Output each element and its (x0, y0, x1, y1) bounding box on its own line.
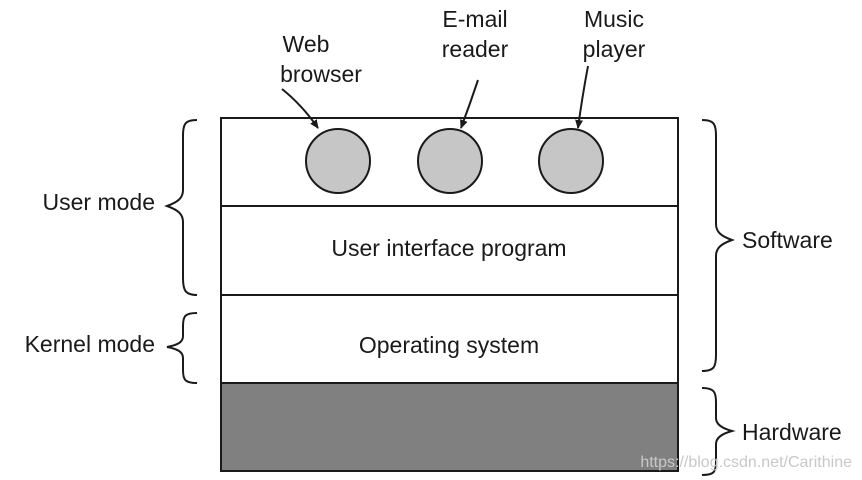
user-mode-brace (164, 119, 198, 296)
user-interface-program-label: User interface program (331, 235, 566, 261)
user-mode-label: User mode (43, 189, 155, 215)
web-browser-circle (305, 128, 371, 194)
email-reader-circle (417, 128, 483, 194)
music-player-label-line1: Music (584, 6, 644, 32)
web-browser-label-line1: Web (283, 31, 330, 57)
music-player-label-line2: player (583, 36, 646, 62)
operating-system-layer (220, 294, 679, 384)
web-browser-label-line2: browser (280, 61, 362, 87)
music-player-circle (538, 128, 604, 194)
web-browser-arrow (281, 88, 319, 129)
watermark-text: https://blog.csdn.net/Carithine (640, 454, 852, 471)
operating-system-label: Operating system (359, 332, 539, 358)
hardware-label: Hardware (742, 419, 842, 445)
hardware-layer (220, 382, 679, 472)
software-label: Software (742, 227, 833, 253)
email-reader-arrow (460, 79, 479, 129)
kernel-mode-label: Kernel mode (25, 331, 155, 357)
kernel-mode-brace (166, 312, 198, 384)
email-reader-label-line2: reader (442, 36, 509, 62)
user-interface-layer (220, 205, 679, 296)
hardware-brace (701, 387, 736, 476)
email-reader-label-line1: E-mail (442, 6, 507, 32)
software-brace (701, 119, 735, 372)
music-player-arrow (575, 65, 589, 129)
